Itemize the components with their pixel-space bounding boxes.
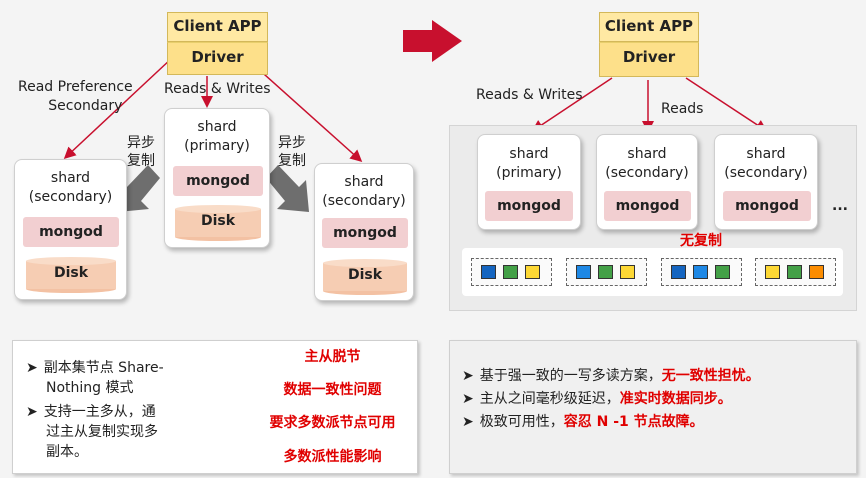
mongod-box: mongod bbox=[322, 218, 408, 248]
storage-block bbox=[620, 265, 635, 279]
async-replication-arrow-right bbox=[266, 165, 309, 212]
left-summary-box bbox=[12, 340, 418, 474]
arrow-driver-to-primary-right bbox=[531, 77, 613, 132]
disk-cylinder: Disk bbox=[174, 204, 262, 242]
storage-group bbox=[661, 258, 742, 286]
left-bullet-1: ➤副本集节点 Share- Nothing 模式 bbox=[26, 360, 164, 396]
storage-block bbox=[598, 265, 613, 279]
right-bullet-1: ➤基于强一致的一写多读方案，无一致性担忧。 bbox=[462, 368, 760, 384]
storage-block bbox=[671, 265, 686, 279]
arrow-driver-to-secondary-2 bbox=[685, 77, 768, 132]
shard-title: shard(secondary) bbox=[28, 170, 113, 205]
storage-group bbox=[566, 258, 647, 286]
storage-block bbox=[765, 265, 780, 279]
driver-box-right: Driver bbox=[599, 42, 699, 77]
more-shards-ellipsis: ... bbox=[832, 198, 848, 214]
issue-4: 多数派性能影响 bbox=[283, 449, 382, 465]
client-app-box-right: Client APP bbox=[599, 12, 699, 42]
mongod-box: mongod bbox=[723, 191, 811, 221]
shard-secondary-left: shard(secondary) mongod Disk bbox=[14, 159, 127, 300]
driver-box-left: Driver bbox=[167, 42, 268, 75]
storage-group bbox=[471, 258, 552, 286]
client-app-box-left: Client APP bbox=[167, 12, 268, 42]
storage-block bbox=[693, 265, 708, 279]
shard-secondary-right-2: shard(secondary) mongod bbox=[714, 134, 818, 230]
issue-1: 主从脱节 bbox=[304, 349, 361, 365]
reads-label: Reads bbox=[661, 101, 704, 117]
shard-title: shard(secondary) bbox=[322, 174, 406, 209]
right-bullet-3: ➤极致可用性，容忍 N -1 节点故障。 bbox=[462, 414, 704, 430]
storage-block bbox=[481, 265, 496, 279]
async-replication-arrow-left bbox=[117, 165, 160, 212]
reads-writes-label-right: Reads & Writes bbox=[476, 87, 583, 103]
read-preference-label: Read Preference Secondary bbox=[18, 79, 133, 114]
shard-title: shard(primary) bbox=[496, 146, 562, 181]
storage-block bbox=[576, 265, 591, 279]
storage-block bbox=[525, 265, 540, 279]
disk-cylinder: Disk bbox=[25, 256, 117, 294]
storage-block bbox=[787, 265, 802, 279]
mongod-box: mongod bbox=[485, 191, 573, 221]
storage-block bbox=[715, 265, 730, 279]
shard-title: shard(secondary) bbox=[605, 146, 689, 181]
shard-title: shard(primary) bbox=[184, 119, 250, 154]
arrow-driver-to-secondary-right bbox=[245, 57, 363, 163]
mongod-box: mongod bbox=[23, 217, 119, 247]
async-replication-label-right: 异步复制 bbox=[278, 135, 306, 169]
shared-storage bbox=[462, 248, 843, 296]
arrow-driver-to-secondary-left bbox=[63, 57, 173, 160]
right-summary-box bbox=[449, 340, 857, 474]
shard-primary-left: shard(primary) mongod Disk bbox=[164, 108, 270, 248]
storage-group bbox=[755, 258, 836, 286]
shard-secondary-right: shard(secondary) mongod Disk bbox=[314, 163, 414, 301]
disk-cylinder: Disk bbox=[322, 258, 408, 296]
reads-writes-label-left: Reads & Writes bbox=[164, 81, 271, 97]
issue-3: 要求多数派节点可用 bbox=[269, 415, 396, 431]
transition-arrow bbox=[403, 20, 462, 62]
shard-primary-right: shard(primary) mongod bbox=[477, 134, 581, 230]
storage-block bbox=[809, 265, 824, 279]
left-bullet-2: ➤支持一主多从，通 过主从复制实现多 副本。 bbox=[26, 404, 158, 460]
mongod-box: mongod bbox=[604, 191, 691, 221]
mongod-box: mongod bbox=[173, 166, 263, 196]
shard-title: shard(secondary) bbox=[724, 146, 808, 181]
shard-secondary-right-1: shard(secondary) mongod bbox=[596, 134, 698, 230]
storage-block bbox=[503, 265, 518, 279]
right-bullet-2: ➤主从之间毫秒级延迟，准实时数据同步。 bbox=[462, 391, 732, 407]
no-replication-label: 无复制 bbox=[680, 233, 722, 249]
async-replication-label-left: 异步复制 bbox=[127, 135, 155, 169]
issue-2: 数据一致性问题 bbox=[283, 382, 382, 398]
